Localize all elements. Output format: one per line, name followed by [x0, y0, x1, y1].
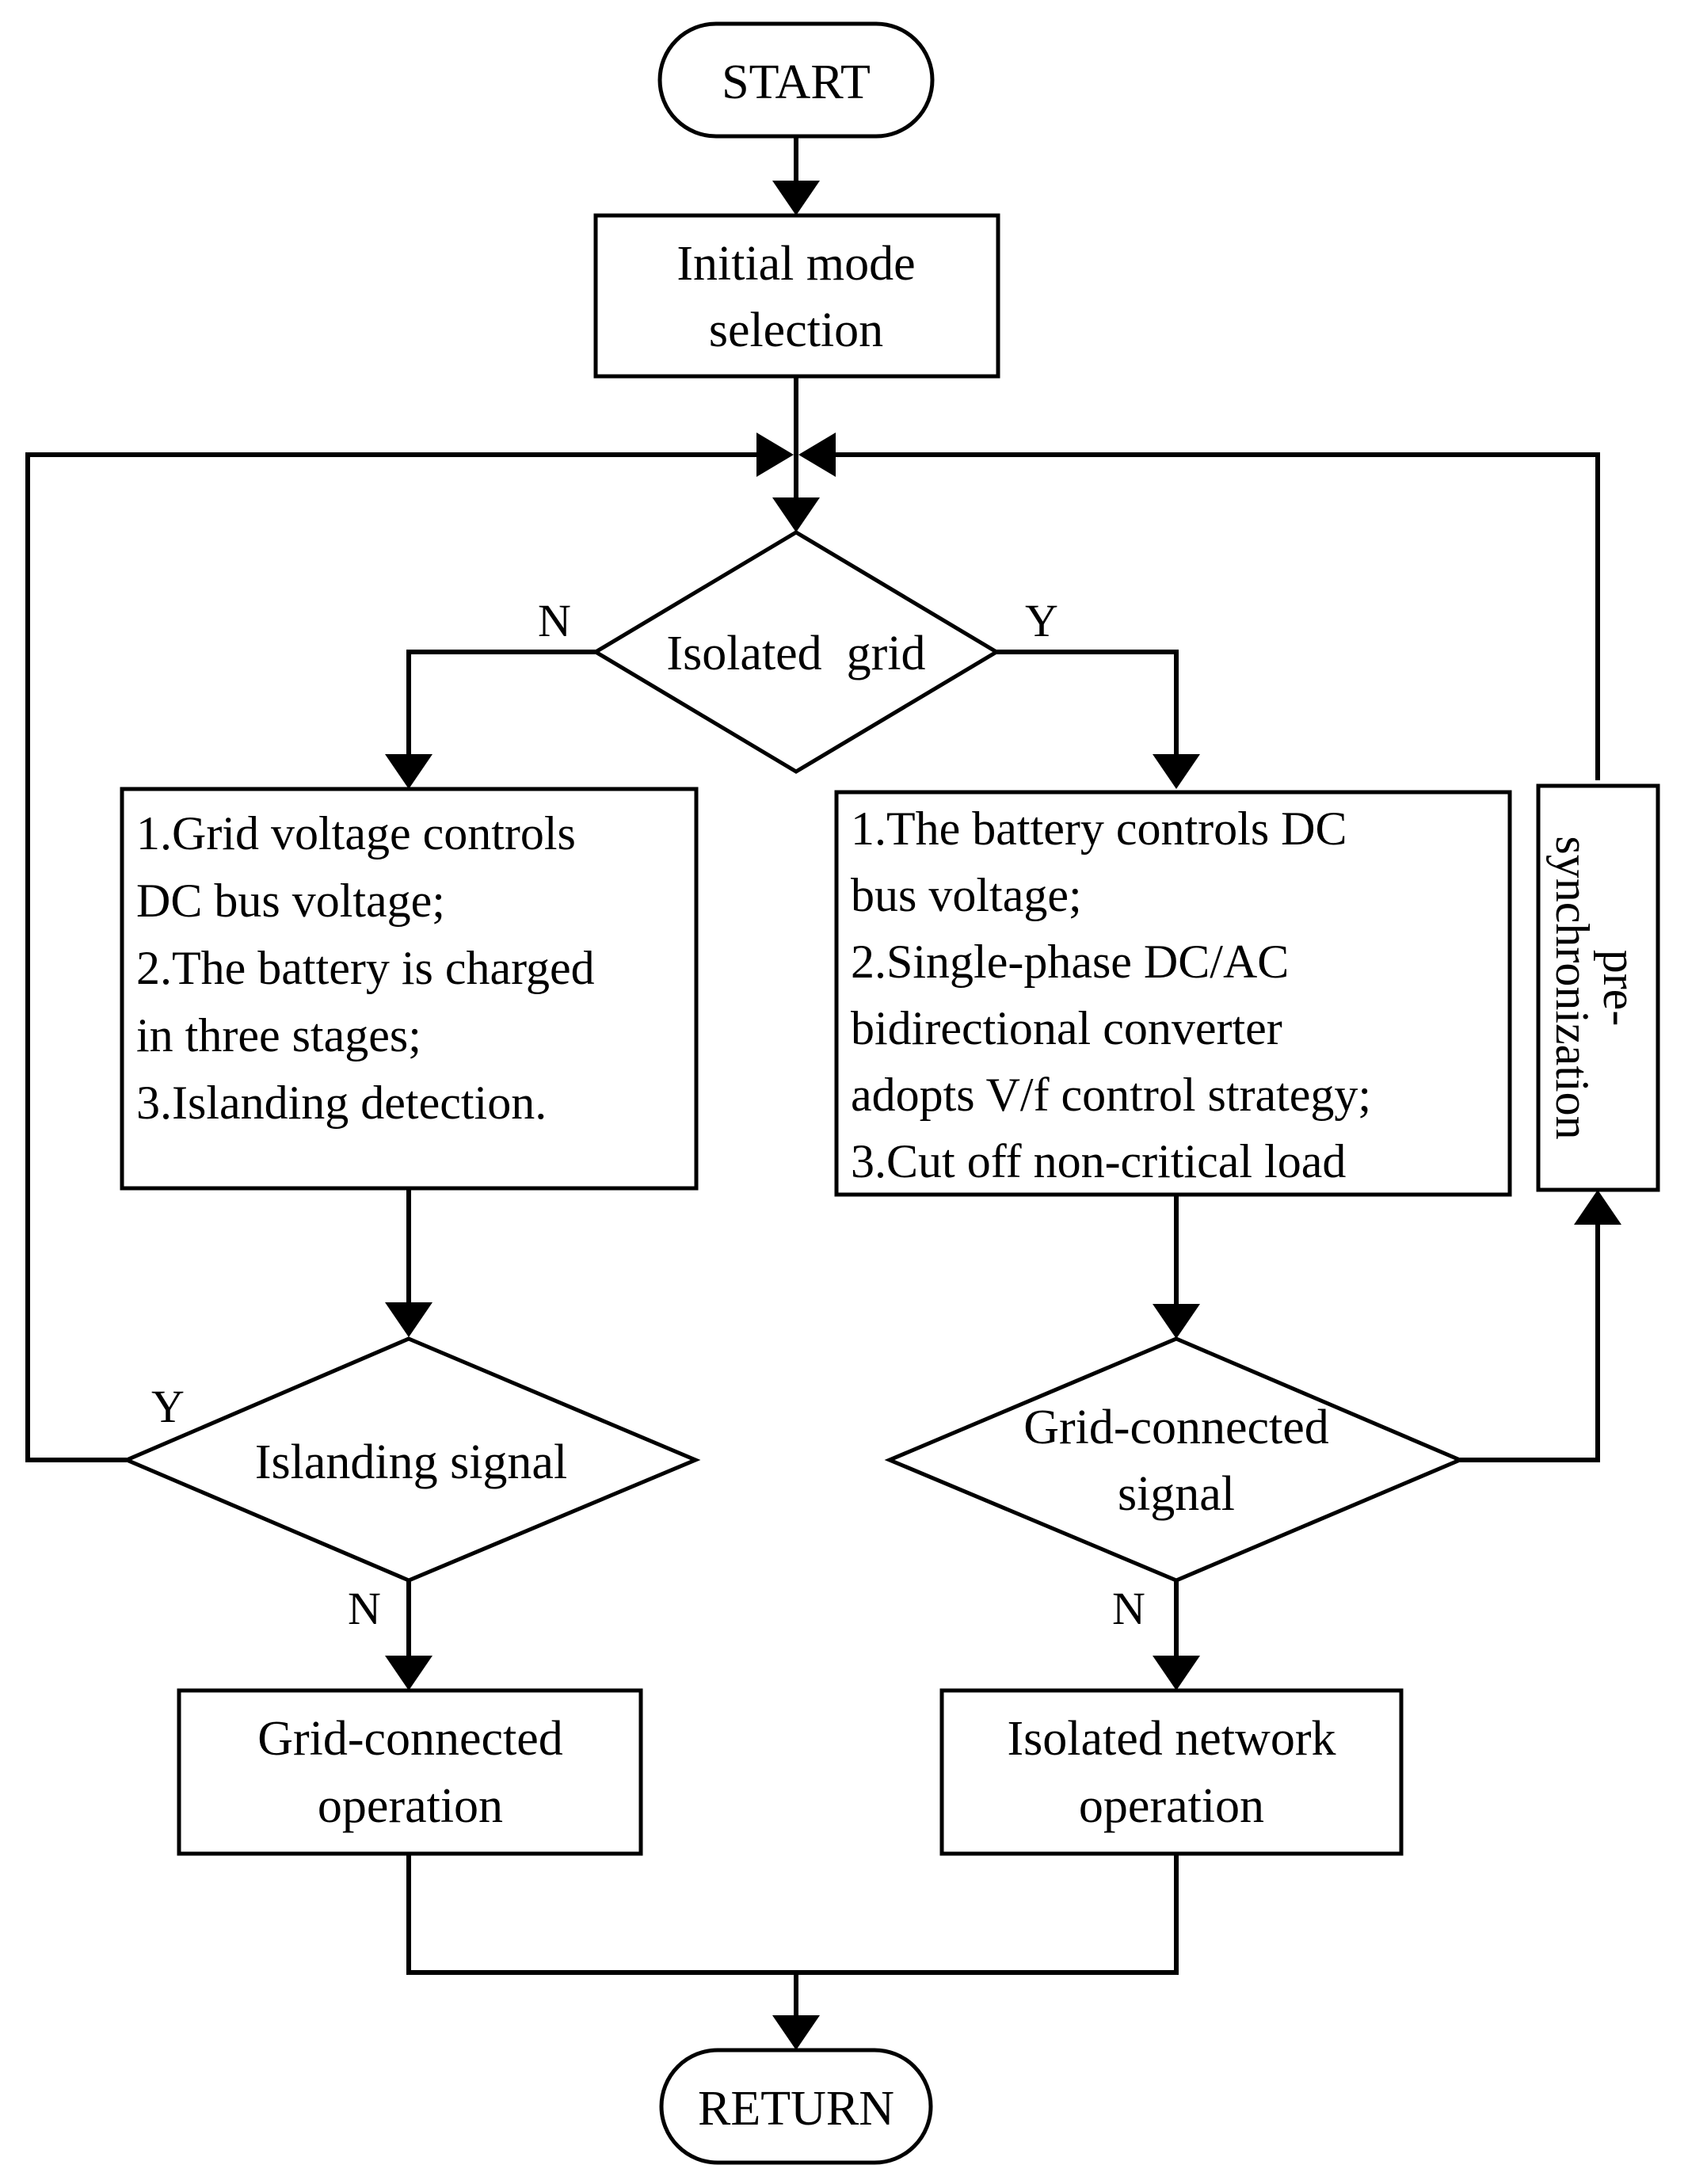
isolated-network-operation-line-2: operation: [1079, 1779, 1264, 1833]
right-process-line-2: bus voltage;: [851, 869, 1082, 921]
isolated-network-operation-line-1: Isolated network: [1008, 1712, 1336, 1766]
decision-isolated-grid: [592, 530, 1000, 774]
decision-grid-connected-signal: [884, 1336, 1465, 1583]
right-process-line-3: 2.Single-phase DC/AC: [851, 936, 1289, 988]
grid-connected-signal-line-1: Grid-connected: [1023, 1401, 1329, 1454]
label-gridsig-no: N: [1112, 1583, 1145, 1634]
right-process-line-6: 3.Cut off non-critical load: [851, 1135, 1346, 1187]
process-grid-connected-mode: [120, 787, 699, 1191]
isolated-grid-label: Isolated grid: [666, 627, 925, 680]
connector-gridsig-yes: [1460, 1220, 1600, 1462]
connector-islanding-yes-loop: [25, 452, 760, 1462]
process-pre-synchronization: [1536, 783, 1660, 1192]
arrowhead-start-initial: [772, 181, 820, 215]
initial-line-1: Initial mode: [676, 237, 915, 291]
left-process-line-5: 3.Islanding detection.: [136, 1077, 547, 1129]
label-islanding-no: N: [348, 1583, 381, 1634]
arrowhead-left-process: [385, 754, 432, 789]
left-process-line-1: 1.Grid voltage controls: [136, 807, 576, 859]
grid-connected-signal-line-2: signal: [1118, 1467, 1235, 1521]
presync-text-group: pre- synchronization: [1546, 836, 1646, 1139]
arrowhead-grid-connected-operation: [385, 1656, 432, 1690]
terminal-return: [659, 2048, 933, 2165]
process-isolated-network-operation: [939, 1688, 1404, 1856]
right-process-line-1: 1.The battery controls DC: [851, 802, 1347, 855]
label-isolated-no: N: [538, 595, 571, 646]
arrowhead-return: [772, 2015, 820, 2050]
islanding-signal-label: Islanding signal: [255, 1435, 567, 1489]
process-initial-mode-selection: [593, 213, 1000, 379]
arrowhead-isolated-grid: [772, 497, 820, 532]
connector-presync-loop: [832, 452, 1600, 780]
grid-connected-operation-line-2: operation: [318, 1779, 503, 1833]
arrowhead-left-merge: [756, 433, 794, 477]
presync-line-2: synchronization: [1546, 836, 1598, 1139]
left-process-line-4: in three stages;: [136, 1009, 421, 1062]
return-label: RETURN: [698, 2082, 894, 2136]
arrowhead-right-process: [1153, 754, 1200, 789]
connector-bottom-merge: [406, 1854, 1179, 1975]
arrowhead-presync: [1574, 1190, 1621, 1225]
arrowhead-islanding-signal: [385, 1302, 432, 1337]
left-process-line-3: 2.The battery is charged: [136, 942, 595, 994]
right-process-line-5: adopts V/f control strategy;: [851, 1069, 1371, 1121]
terminal-start: [657, 21, 935, 139]
grid-connected-operation-line-1: Grid-connected: [257, 1712, 563, 1766]
arrowhead-right-merge: [798, 433, 836, 477]
left-process-line-2: DC bus voltage;: [136, 875, 445, 927]
arrowhead-grid-connected-signal: [1153, 1304, 1200, 1339]
label-isolated-yes: Y: [1025, 595, 1058, 646]
right-process-line-4: bidirectional converter: [851, 1002, 1282, 1054]
connector-isolated-yes: [996, 650, 1179, 757]
initial-line-2: selection: [709, 303, 883, 357]
presync-line-1: pre-: [1594, 950, 1646, 1027]
process-isolated-mode: [834, 790, 1512, 1197]
connector-isolated-no: [406, 650, 596, 757]
arrowhead-isolated-network-operation: [1153, 1656, 1200, 1690]
label-islanding-yes: Y: [151, 1381, 185, 1432]
start-label: START: [722, 55, 871, 109]
